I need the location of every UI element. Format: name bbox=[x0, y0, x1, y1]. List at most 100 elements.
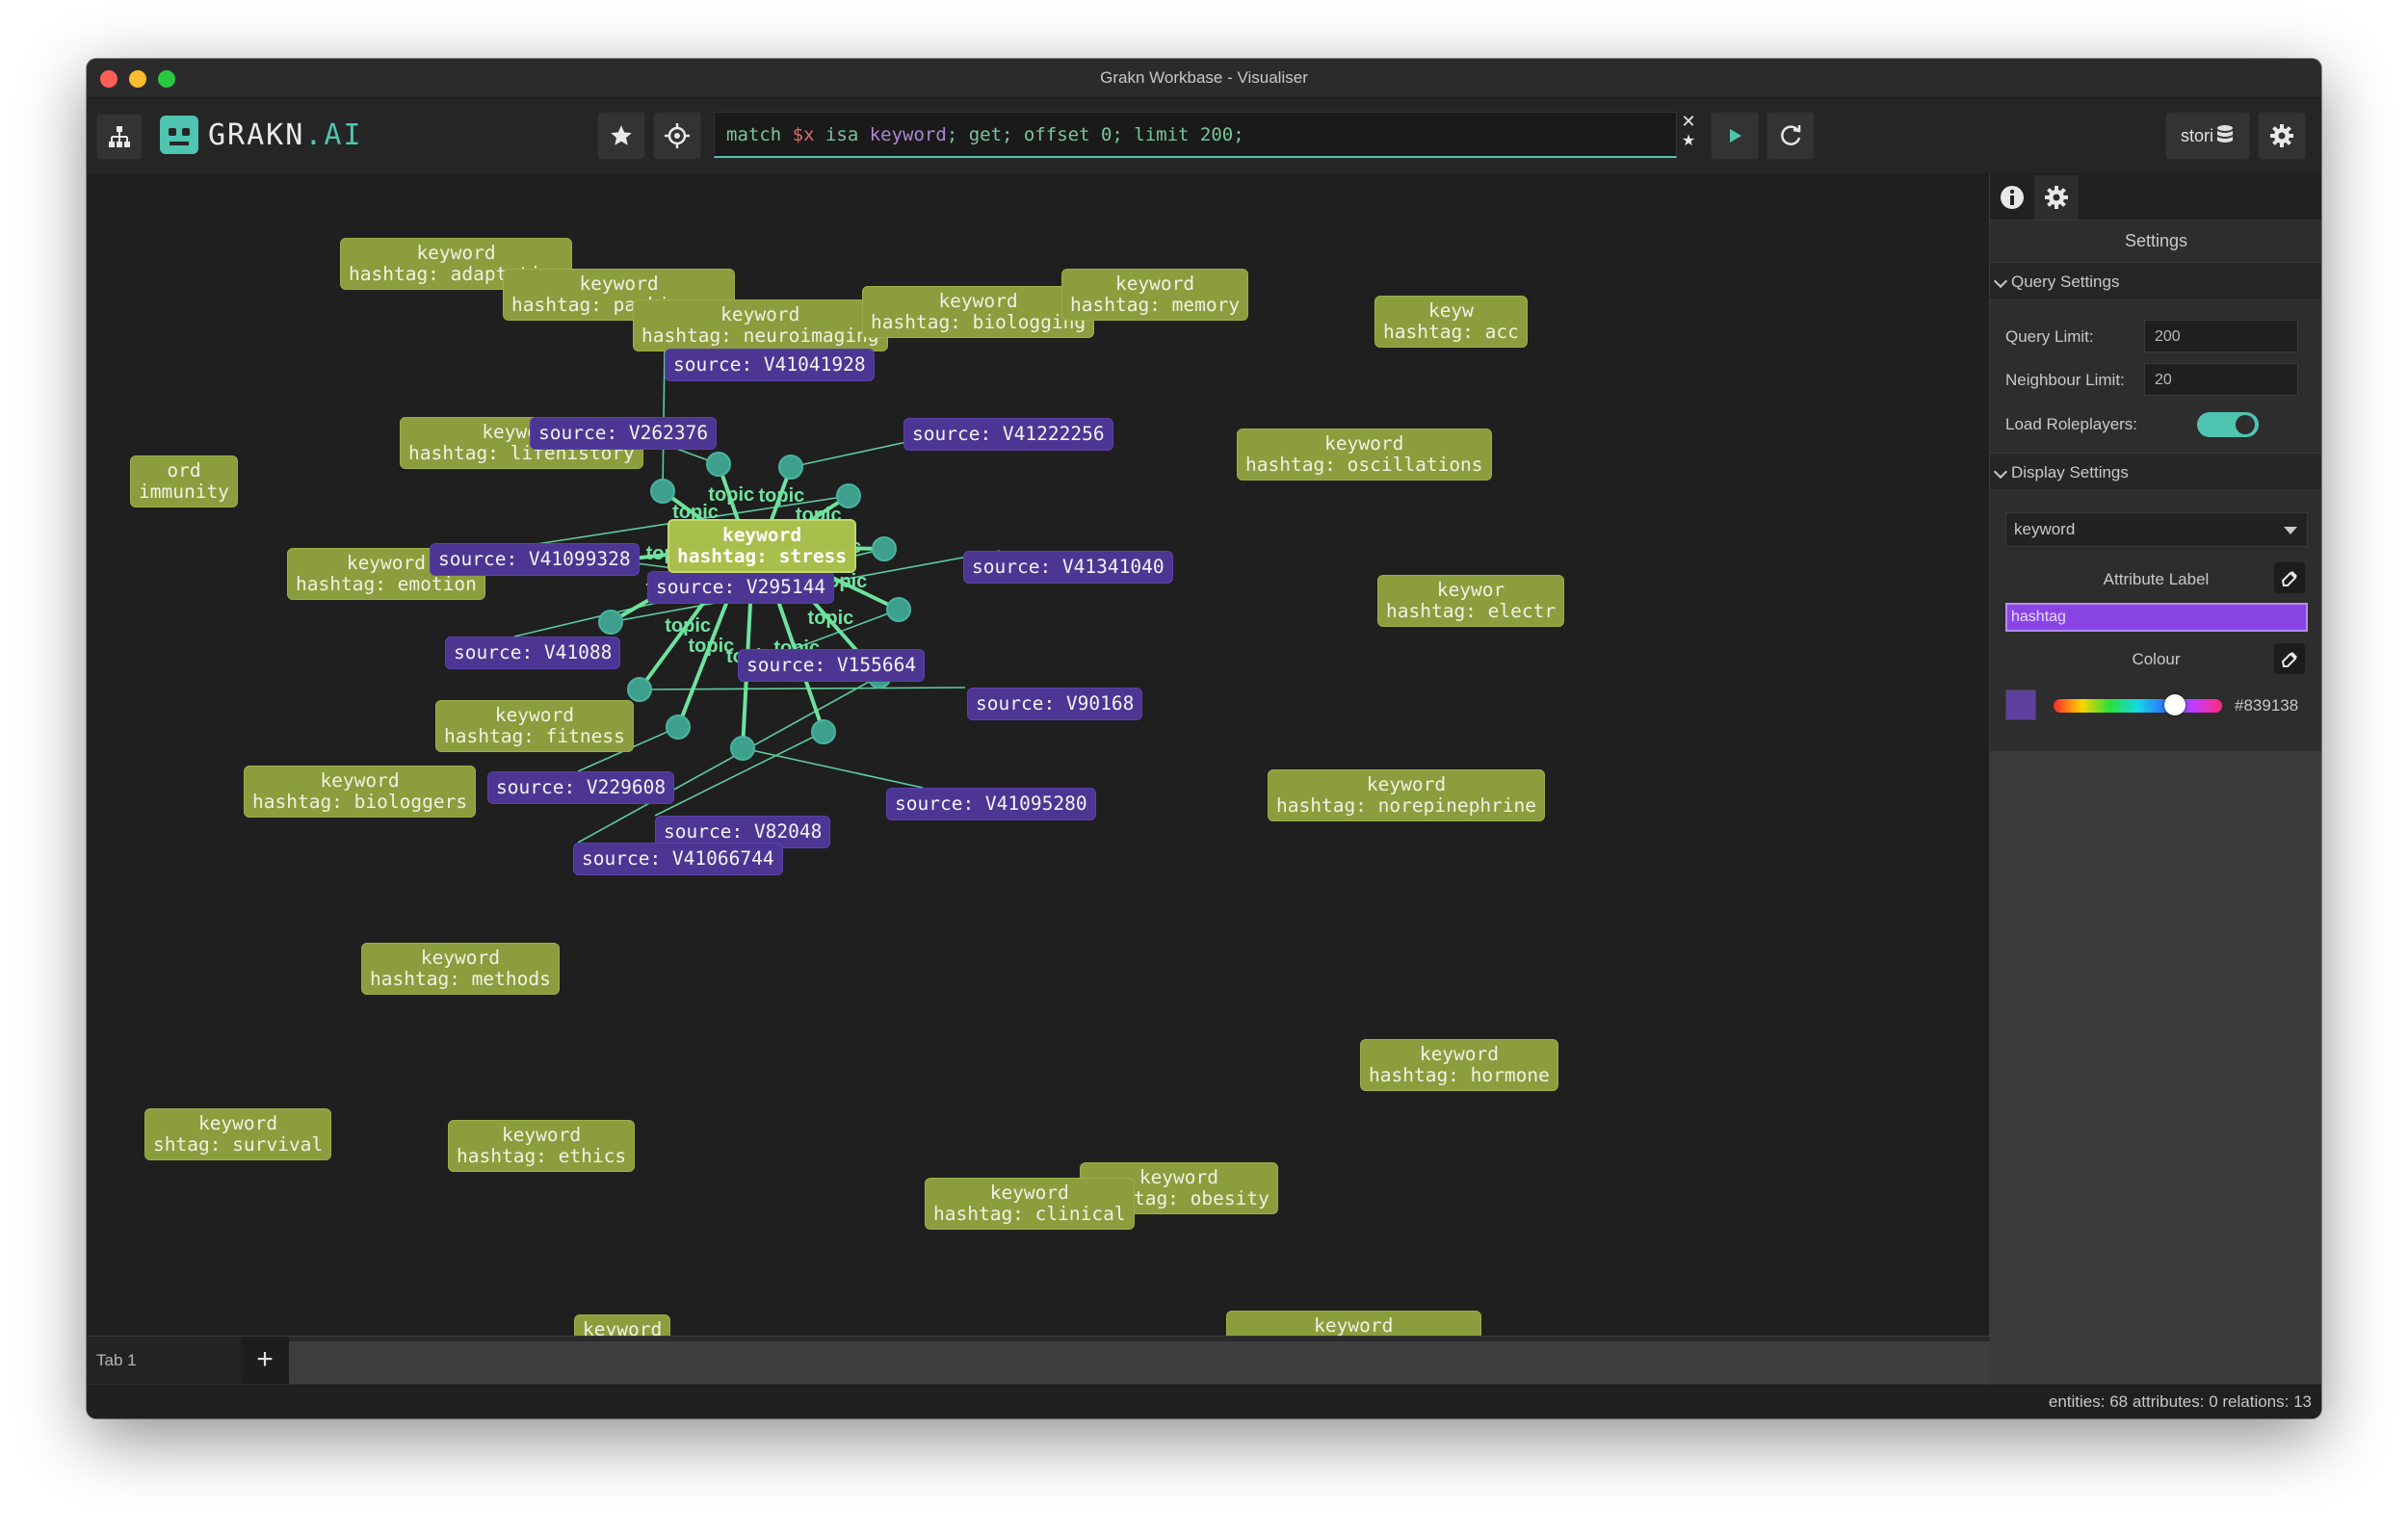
preferences-button[interactable] bbox=[2258, 112, 2306, 160]
source-node[interactable]: source: V229608 bbox=[487, 771, 675, 804]
hue-slider[interactable] bbox=[2054, 694, 2222, 715]
types-button[interactable] bbox=[653, 112, 701, 160]
title-bar: Grakn Workbase - Visualiser bbox=[87, 59, 2321, 98]
source-node[interactable]: source: V41095280 bbox=[886, 788, 1096, 820]
edge-label-topic: topic bbox=[672, 502, 719, 524]
settings-panel: Settings Query Settings Query Limit: 200… bbox=[1989, 173, 2321, 1384]
source-node[interactable]: source: V41099328 bbox=[430, 543, 640, 576]
relation-line bbox=[577, 675, 880, 844]
add-tab-button[interactable]: + bbox=[241, 1337, 289, 1385]
relation-node[interactable] bbox=[836, 483, 861, 508]
node-attribute-label: hashtag: oscillations bbox=[1245, 454, 1483, 476]
colour-swatch[interactable] bbox=[2005, 689, 2036, 720]
relation-node[interactable] bbox=[778, 455, 803, 480]
node-type-label: keyword bbox=[989, 1182, 1069, 1204]
node-type-label: keyword bbox=[1366, 773, 1447, 795]
query-token: ; get; offset 0; limit 200; bbox=[946, 124, 1244, 145]
info-tab[interactable] bbox=[1990, 175, 2034, 220]
favourite-queries-button[interactable] bbox=[597, 112, 645, 160]
source-node[interactable]: source: V41222256 bbox=[903, 418, 1113, 451]
source-node[interactable]: source: V295144 bbox=[647, 571, 835, 604]
query-limit-input[interactable]: 200 bbox=[2144, 320, 2298, 352]
relation-node[interactable] bbox=[650, 479, 675, 504]
relation-node[interactable] bbox=[627, 677, 652, 702]
neighbour-limit-input[interactable]: 20 bbox=[2144, 363, 2298, 396]
panel-empty-area bbox=[1990, 752, 2321, 1384]
close-window-button[interactable] bbox=[100, 70, 118, 88]
load-roleplayers-toggle[interactable] bbox=[2197, 412, 2259, 437]
node-type-label: ord bbox=[167, 459, 201, 481]
node-type-label: keyword bbox=[416, 242, 496, 264]
query-settings-header[interactable]: Query Settings bbox=[1990, 262, 2321, 300]
app-window: Grakn Workbase - Visualiser GRAKN.AI bbox=[87, 59, 2321, 1418]
clear-query-icon[interactable]: ✕ bbox=[1681, 112, 1696, 131]
settings-tab[interactable] bbox=[2034, 175, 2079, 220]
load-roleplayers-label: Load Roleplayers: bbox=[2005, 415, 2138, 433]
display-settings-header[interactable]: Display Settings bbox=[1990, 453, 2321, 491]
attribute-label-input[interactable]: hashtag bbox=[2005, 603, 2308, 632]
hue-slider-thumb[interactable] bbox=[2164, 694, 2186, 715]
zoom-window-button[interactable] bbox=[158, 70, 175, 88]
relation-node[interactable] bbox=[872, 536, 897, 561]
node-attribute-label: hashtag: emotion bbox=[296, 573, 477, 595]
clear-graph-button[interactable] bbox=[1767, 112, 1815, 160]
node-attribute-label: hashtag: methods bbox=[370, 968, 551, 990]
role-edges bbox=[609, 463, 900, 749]
run-query-button[interactable] bbox=[1711, 112, 1759, 160]
node-type-label: keyword bbox=[501, 1124, 582, 1146]
relation-node[interactable] bbox=[730, 736, 755, 761]
add-favourite-icon[interactable]: ★ bbox=[1681, 133, 1696, 149]
logo: GRAKN.AI bbox=[160, 114, 363, 156]
source-node[interactable]: source: V155664 bbox=[738, 649, 926, 682]
reset-colour-button[interactable] bbox=[2274, 643, 2305, 674]
query-token: keyword bbox=[869, 124, 947, 145]
node-type-label: keyword bbox=[720, 303, 800, 325]
source-node[interactable]: source: V41088 bbox=[445, 637, 621, 669]
relation-node[interactable] bbox=[706, 452, 731, 477]
source-node[interactable]: source: V90168 bbox=[967, 688, 1143, 720]
keyspace-selector[interactable]: stori bbox=[2165, 112, 2250, 160]
edge-label-topic: topic bbox=[708, 483, 755, 506]
relation-node[interactable] bbox=[666, 715, 691, 740]
source-node[interactable]: source: V41341040 bbox=[963, 551, 1173, 584]
minimize-window-button[interactable] bbox=[129, 70, 146, 88]
window-title: Grakn Workbase - Visualiser bbox=[1100, 68, 1308, 87]
node-type-label: keyword bbox=[346, 552, 427, 574]
relation-node[interactable] bbox=[811, 719, 836, 744]
relation-line bbox=[639, 687, 966, 690]
type-select[interactable]: keyword bbox=[2005, 512, 2308, 547]
source-node[interactable]: source: V262376 bbox=[530, 417, 718, 450]
panel-title: Settings bbox=[2124, 231, 2188, 250]
node-type-label: keyword bbox=[1314, 1314, 1394, 1337]
tab-1[interactable]: Tab 1 bbox=[87, 1337, 241, 1385]
logo-word: GRAKN bbox=[208, 117, 305, 152]
query-editor[interactable]: match $x isa keyword; get; offset 0; lim… bbox=[714, 112, 1677, 158]
relation-node[interactable] bbox=[598, 610, 623, 635]
gear-icon bbox=[2270, 124, 2293, 147]
schema-design-button[interactable] bbox=[96, 114, 143, 160]
caret-down-icon bbox=[2284, 527, 2297, 534]
edge-label-topic: topic bbox=[688, 635, 735, 657]
relation-node[interactable] bbox=[886, 597, 911, 622]
source-node[interactable]: source: V41041928 bbox=[665, 349, 875, 381]
node-type-label: keyword bbox=[1139, 1166, 1219, 1188]
source-node[interactable]: source: V41066744 bbox=[573, 843, 783, 875]
clear-attribute-label-button[interactable] bbox=[2274, 562, 2305, 593]
